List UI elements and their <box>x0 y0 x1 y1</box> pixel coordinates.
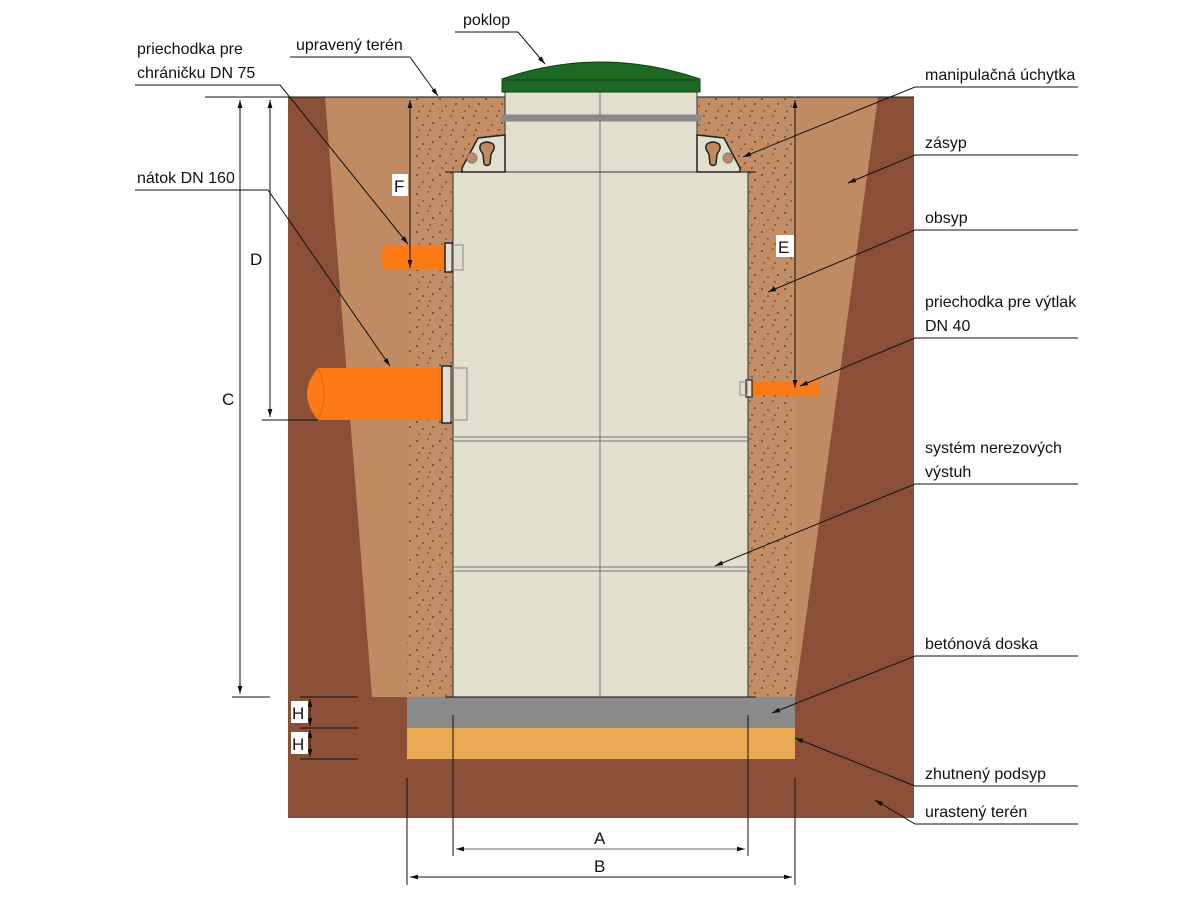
label-priechodka-40-2: DN 40 <box>925 318 970 335</box>
tank-neck <box>504 91 698 173</box>
label-obsyp: obsyp <box>925 210 968 227</box>
inlet-pipe-dn160 <box>307 365 468 424</box>
dim-c-label: C <box>222 390 234 409</box>
label-priechodka-75-2: chráničku DN 75 <box>137 65 255 82</box>
compacted-subbase <box>407 728 795 759</box>
lid-poklop <box>501 61 701 93</box>
handling-lug-right <box>696 134 741 173</box>
label-doska: betónová doska <box>925 636 1038 653</box>
concrete-slab <box>407 697 795 728</box>
label-natok: nátok DN 160 <box>137 170 235 187</box>
label-urasteny: urastený terén <box>925 804 1027 821</box>
label-priechodka-75-1: priechodka pre <box>137 41 243 58</box>
dimension-lines <box>205 96 798 885</box>
dim-h1-label: H <box>292 704 304 723</box>
dim-d-label: D <box>250 250 262 269</box>
conduit-pipe-dn75 <box>381 242 464 273</box>
label-upraveny-teren: upravený terén <box>296 37 403 54</box>
dimension-labels: C D F E H H A B <box>222 174 794 876</box>
label-zasyp: zásyp <box>925 135 967 152</box>
label-manipulacna: manipulačná úchytka <box>925 67 1075 84</box>
label-poklop: poklop <box>463 12 510 29</box>
stainless-stiffeners <box>453 80 748 697</box>
callout-labels: poklop upravený terén priechodka pre chr… <box>137 12 1077 821</box>
handling-lug-left <box>461 134 506 173</box>
label-vystuhy-1: systém nerezových <box>925 440 1062 457</box>
label-priechodka-40-1: priechodka pre výtlak <box>925 294 1077 311</box>
leader-lines <box>135 31 1078 825</box>
dim-e-label: E <box>778 238 789 257</box>
label-podsyp: zhutnený podsyp <box>925 766 1046 783</box>
dim-b-label: B <box>594 857 605 876</box>
dim-a-label: A <box>594 829 606 848</box>
dim-f-label: F <box>394 177 404 196</box>
dim-h2-label: H <box>292 735 304 754</box>
label-vystuhy-2: výstuh <box>925 464 971 481</box>
